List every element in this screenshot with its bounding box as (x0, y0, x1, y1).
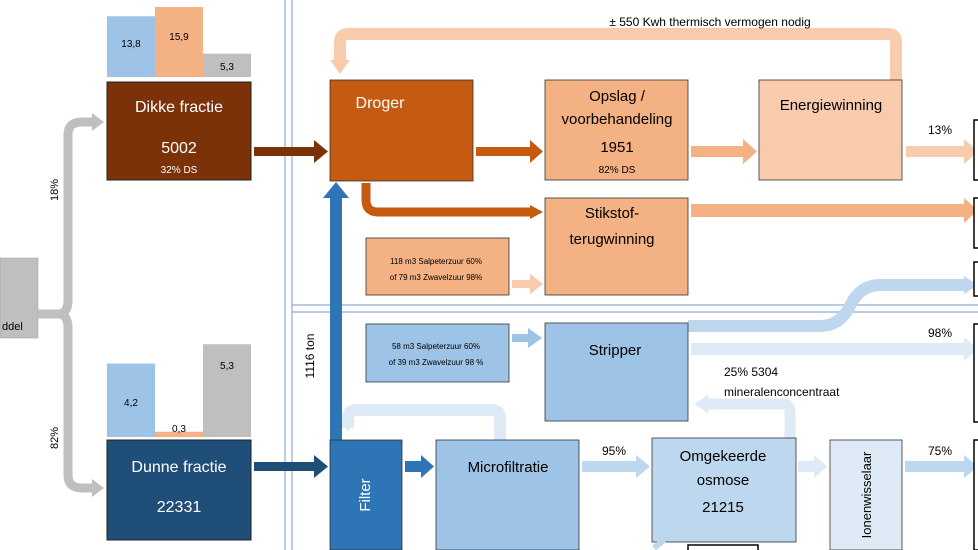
acid-bottom-line-1: 58 m3 Salpeterzuur 60% (392, 342, 480, 351)
right-edge-box-3 (973, 261, 978, 297)
arrow-omgekeerde-ionen (798, 455, 827, 478)
top-bar-chart: 13,8 15,9 5,3 (107, 7, 251, 78)
arrow-stripper-curve (688, 276, 978, 332)
right-edge-box-1 (973, 119, 978, 181)
arrow-acid-bottom (512, 328, 542, 348)
droger-box: Droger (329, 79, 474, 182)
omgekeerde-box: Omgekeerde osmose 21215 (651, 437, 797, 543)
source-box-label: ddel (2, 321, 23, 333)
arrow-stripper-out: 98% (691, 326, 978, 361)
panel-borders (284, 0, 978, 550)
top-bar-1-label: 13,8 (121, 39, 141, 50)
droger-title: Droger (356, 95, 406, 112)
arrow-acid-top (512, 274, 543, 294)
opslag-title-1: Opslag / (589, 88, 646, 105)
bottom-bar-2 (155, 431, 203, 437)
omgekeerde-value: 21215 (702, 499, 744, 516)
omgekeerde-title-2: osmose (697, 472, 750, 489)
bottom-bar-2-label: 0,3 (172, 424, 186, 435)
source-split: ddel 18% 82% (0, 113, 104, 497)
dunne-fractie-title: Dunne fractie (131, 459, 226, 476)
stripper-pct: 98% (928, 326, 952, 340)
split-bottom-pct: 82% (49, 427, 61, 449)
arrow-micro-omgekeerde: 95% (582, 444, 650, 478)
acid-top-line-2: of 79 m3 Zwavelzuur 98% (390, 273, 483, 282)
bottom-bar-3-label: 5,3 (220, 361, 234, 372)
top-bar-1 (107, 16, 155, 78)
dikke-fractie-sub: 32% DS (161, 165, 198, 176)
stikstof-box: Stikstof- terugwinning (544, 197, 689, 296)
stikstof-title-2: terugwinning (569, 231, 654, 248)
right-edge-box-5 (973, 439, 978, 550)
energiewinning-title: Energiewinning (780, 97, 883, 114)
opslag-title-2: voorbehandeling (562, 111, 673, 128)
arrow-micro-loop (340, 404, 506, 440)
flow-arrows-left (254, 140, 328, 478)
filter-ton-label: 1116 ton (303, 334, 317, 379)
microfiltratie-title: Microfiltratie (468, 459, 549, 476)
energiewinning-box: Energiewinning (758, 79, 903, 181)
top-bar-2-label: 15,9 (169, 32, 189, 43)
acid-top-line-1: 118 m3 Salpeterzuur 60% (390, 257, 482, 266)
bottom-bar-3 (203, 344, 251, 437)
dunne-fractie-value: 22331 (157, 499, 202, 516)
ionen-pct: 75% (928, 444, 952, 458)
thermal-note: ± 550 Kwh thermisch vermogen nodig (609, 15, 810, 29)
ionen-box: Ionenwisselaar (829, 439, 903, 550)
omgekeerde-bottom-stub (652, 537, 666, 550)
microfiltratie-box: Microfiltratie (435, 439, 580, 550)
acid-bottom-box: 58 m3 Salpeterzuur 60% of 39 m3 Zwavelzu… (365, 323, 510, 383)
right-edge-box-2 (973, 197, 978, 249)
stripper-title: Stripper (589, 342, 642, 359)
dikke-fractie-box: Dikke fractie 5002 32% DS (106, 81, 252, 181)
bottom-bar-1 (107, 363, 155, 437)
arrow-energie-out: 13% (906, 123, 978, 164)
opslag-box: Opslag / voorbehandeling 1951 82% DS (544, 79, 689, 181)
acid-top-box: 118 m3 Salpeterzuur 60% of 79 m3 Zwavelz… (365, 237, 510, 296)
top-bar-3 (203, 53, 251, 77)
source-box (0, 257, 39, 339)
acid-bottom-line-2: of 39 m3 Zwavelzuur 98 % (389, 358, 484, 367)
right-edge-box-4 (973, 323, 978, 423)
arrow-filter-droger: 1116 ton (303, 182, 349, 440)
mineral-line-2: mineralenconcentraat (724, 385, 840, 399)
arrow-filter-micro (405, 455, 434, 478)
filter-title: Filter (357, 478, 374, 511)
mineral-line-1: 25% 5304 (724, 365, 778, 379)
bottom-bar-1-label: 4,2 (124, 398, 138, 409)
omgekeerde-title-1: Omgekeerde (680, 448, 767, 465)
thermal-loop-arrow: ± 550 Kwh thermisch vermogen nodig (330, 15, 902, 80)
opslag-sub: 82% DS (599, 165, 636, 176)
split-top-pct: 18% (49, 179, 61, 201)
arrow-droger-stikstof (361, 183, 543, 219)
opslag-value: 1951 (600, 139, 633, 156)
arrow-omgekeerde-stripper (694, 395, 796, 438)
arrow-stikstof-out (691, 198, 978, 223)
arrow-ionen-out: 75% (905, 444, 978, 478)
bottom-edge-box (687, 544, 759, 550)
filter-box: Filter (329, 439, 403, 550)
arrow-opslag-energie (691, 139, 757, 164)
dikke-fractie-value: 5002 (161, 140, 197, 157)
dunne-fractie-box: Dunne fractie 22331 (106, 439, 252, 541)
top-bar-3-label: 5,3 (220, 62, 234, 73)
arrow-droger-opslag (476, 140, 543, 163)
dikke-fractie-title: Dikke fractie (135, 99, 223, 116)
microfiltratie-pct: 95% (602, 444, 626, 458)
top-bar-2 (155, 7, 203, 77)
energiewinning-pct: 13% (928, 123, 952, 137)
stripper-box: Stripper (544, 322, 689, 422)
stikstof-title-1: Stikstof- (585, 205, 639, 222)
bottom-bar-chart: 4,2 0,3 5,3 (107, 344, 251, 437)
ionen-title: Ionenwisselaar (859, 451, 874, 538)
